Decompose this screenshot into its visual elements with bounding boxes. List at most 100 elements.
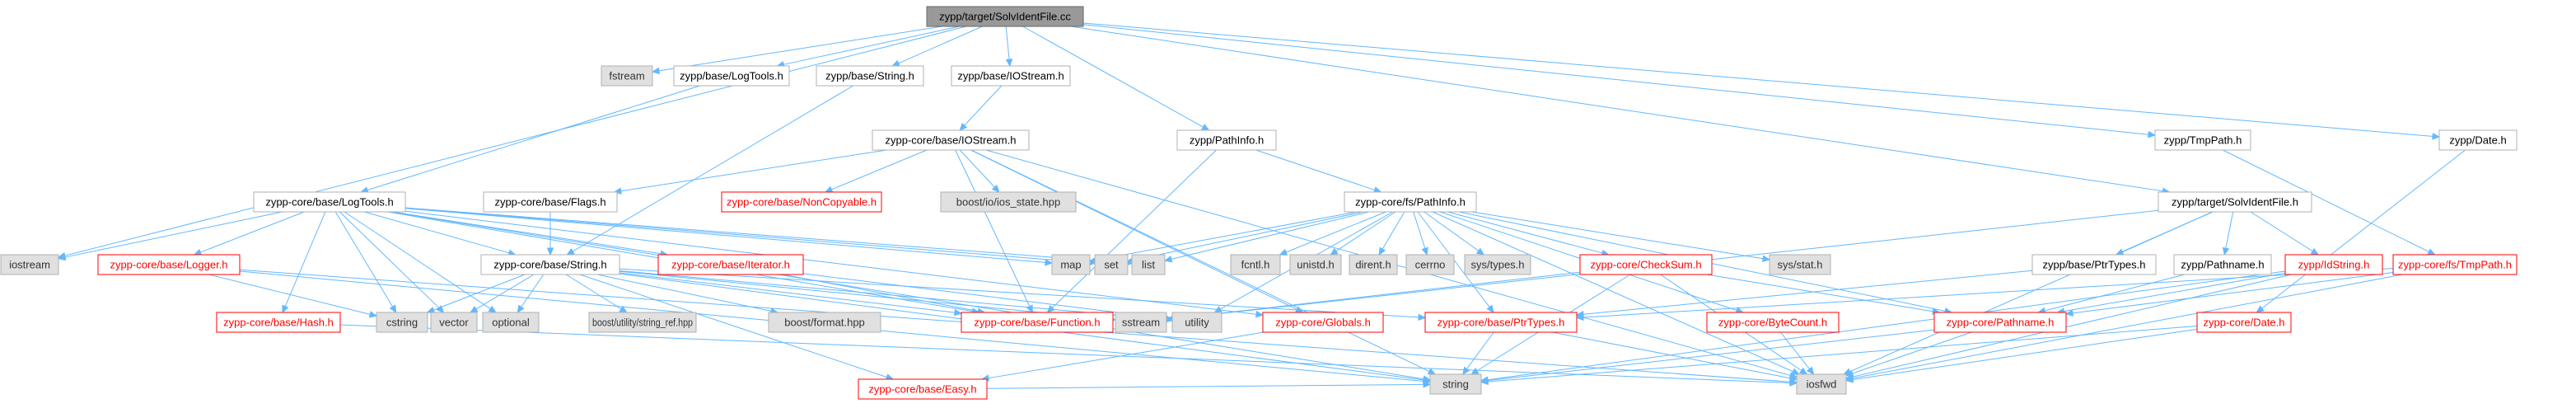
node-label: zypp/base/String.h — [825, 70, 914, 82]
node-label: zypp-core/CheckSum.h — [1590, 259, 1701, 271]
node-zypp-tmppath[interactable]: zypp/TmpPath.h — [2154, 129, 2251, 151]
node-label: zypp/target/SolvIdentFile.h — [2172, 196, 2298, 209]
node-label: fcntl.h — [1241, 259, 1270, 271]
edge-zcb_iostream-to-boost_ios — [959, 149, 1000, 193]
node-zb-iostream[interactable]: zypp/base/IOStream.h — [951, 65, 1071, 87]
edge-zb_string-to-zcb_string — [566, 85, 853, 256]
edge-zcb_logtools-to-zcb_hash — [282, 211, 326, 314]
edge-zcb_iostream-to-zcb_noncopyable — [824, 149, 928, 193]
edge-root-to-zt_solvident — [1070, 26, 2171, 195]
node-box — [673, 65, 790, 87]
node-box — [2154, 129, 2251, 151]
edge-line — [619, 272, 956, 313]
node-box — [1933, 312, 2067, 333]
edge-line — [344, 211, 491, 309]
edge-root-to-zb_logtools — [776, 26, 960, 68]
node-systypes: sys/types.h — [1464, 254, 1531, 275]
edge-zcb_string-to-zcb_ptrtypes — [619, 268, 1427, 321]
node-zb-string[interactable]: zypp/base/String.h — [816, 65, 924, 87]
edge-line — [1852, 328, 2198, 380]
node-cerrno: cerrno — [1405, 254, 1455, 275]
node-box — [1769, 254, 1831, 275]
node-label: boost/io/ios_state.hpp — [956, 196, 1060, 209]
edge-line — [1583, 268, 2394, 318]
node-box — [872, 129, 1030, 151]
node-zcf-pathinfo[interactable]: zypp-core/fs/PathInfo.h — [1344, 191, 1477, 213]
node-zc-date[interactable]: zypp-core/Date.h — [2196, 312, 2292, 333]
edge-zcf_tmppath-to-zcb_ptrtypes — [1575, 268, 2394, 321]
node-box — [376, 312, 428, 333]
node-box — [2031, 254, 2157, 275]
edge-line — [783, 274, 979, 312]
node-zcb-flags[interactable]: zypp-core/base/Flags.h — [483, 191, 618, 213]
node-zypp-pathinfo[interactable]: zypp/PathInfo.h — [1176, 129, 1277, 151]
node-zc-checksum[interactable]: zypp-core/CheckSum.h — [1579, 254, 1713, 275]
edge-zcb_string-to-zcb_function — [619, 272, 963, 317]
node-zcb-logger[interactable]: zypp-core/base/Logger.h — [97, 254, 241, 275]
edge-layer — [57, 22, 2466, 389]
node-label: vector — [439, 317, 469, 329]
node-label: zypp-core/base/Flags.h — [494, 196, 605, 209]
edge-zcf_pathinfo-to-iosfwd — [1432, 211, 1801, 375]
node-zt-solvident[interactable]: zypp/target/SolvIdentFile.h — [2158, 191, 2312, 213]
node-label: zypp-core/base/IOStream.h — [886, 134, 1017, 147]
edge-line — [565, 274, 622, 310]
node-zcb-iterator[interactable]: zypp-core/base/Iterator.h — [657, 254, 804, 275]
node-zc-bytecount[interactable]: zypp-core/ByteCount.h — [1706, 312, 1840, 333]
node-box — [480, 254, 620, 275]
node-root[interactable]: zypp/target/SolvIdentFile.cc — [926, 6, 1084, 27]
node-zcb-function[interactable]: zypp-core/base/Function.h — [961, 312, 1114, 333]
edge-line — [1471, 211, 1764, 260]
node-label: zypp/base/LogTools.h — [680, 70, 783, 82]
edge-line — [364, 211, 510, 254]
node-layer: zypp/target/SolvIdentFile.cc fstream zypp/… — [0, 6, 2518, 400]
edge-zcf_pathinfo-to-fcntl — [1279, 211, 1386, 256]
node-zb-logtools[interactable]: zypp/base/LogTools.h — [673, 65, 790, 87]
node-zcf-tmppath[interactable]: zypp-core/fs/TmpPath.h — [2392, 254, 2518, 275]
node-box — [1230, 254, 1281, 275]
edge-zcb_logtools-to-iostream — [57, 211, 283, 261]
node-zc-pathname[interactable]: zypp-core/Pathname.h — [1933, 312, 2067, 333]
node-zcb-logtools[interactable]: zypp-core/base/LogTools.h — [253, 191, 406, 213]
arrowhead-icon — [991, 184, 1000, 193]
edge-zcf_pathinfo-to-sysstat — [1471, 211, 1771, 262]
node-zcb-string[interactable]: zypp-core/base/String.h — [480, 254, 620, 275]
edge-line — [208, 274, 371, 315]
node-zcb-iostream[interactable]: zypp-core/base/IOStream.h — [872, 129, 1030, 151]
arrowhead-icon — [469, 305, 479, 313]
node-label: zypp/Pathname.h — [2181, 259, 2264, 271]
node-box — [940, 191, 1077, 213]
node-label: utility — [1185, 317, 1209, 329]
edge-line — [1852, 331, 1972, 374]
arrowhead-icon — [959, 122, 968, 131]
node-zcb-noncopyable[interactable]: zypp-core/base/NonCopyable.h — [721, 191, 882, 213]
node-label: boost/format.hpp — [784, 317, 865, 329]
edge-zcb_logtools-to-map — [404, 208, 1054, 266]
edge-line — [658, 26, 942, 72]
edge-root-to-zypp_tmppath — [1082, 24, 2157, 138]
node-zypp-pathname[interactable]: zypp/Pathname.h — [2173, 254, 2272, 275]
edge-zcf_tmppath-to-zc_pathname — [2064, 272, 2394, 317]
node-fstream: fstream — [601, 65, 653, 87]
arrowhead-icon — [368, 311, 378, 318]
node-string: string — [1429, 373, 1482, 395]
arrowhead-icon — [2256, 305, 2265, 313]
node-boost-strref: boost/utility/string_ref.hpp — [588, 312, 697, 333]
node-label: cstring — [386, 317, 418, 329]
arrowhead-icon — [546, 247, 554, 256]
edge-line — [390, 211, 1424, 380]
node-label: zypp-core/base/LogTools.h — [265, 196, 393, 209]
node-zcb-ptrtypes[interactable]: zypp-core/base/PtrTypes.h — [1424, 312, 1578, 333]
node-box — [1115, 312, 1167, 333]
node-label: fstream — [609, 70, 644, 82]
node-zypp-idstring[interactable]: zypp/IdString.h — [2284, 254, 2383, 275]
node-cstring: cstring — [376, 312, 428, 333]
edge-zcb_logger-to-cstring — [208, 274, 378, 318]
node-zb-ptrtypes[interactable]: zypp/base/PtrTypes.h — [2031, 254, 2157, 275]
arrowhead-icon — [1470, 367, 1480, 375]
node-zc-globals[interactable]: zypp-core/Globals.h — [1262, 312, 1384, 333]
node-zcb-hash[interactable]: zypp-core/base/Hash.h — [216, 312, 341, 333]
edge-zcf_pathinfo-to-systypes — [1424, 211, 1485, 256]
node-zypp-date[interactable]: zypp/Date.h — [2438, 129, 2518, 151]
node-zcb-easy[interactable]: zypp-core/base/Easy.h — [858, 378, 988, 400]
